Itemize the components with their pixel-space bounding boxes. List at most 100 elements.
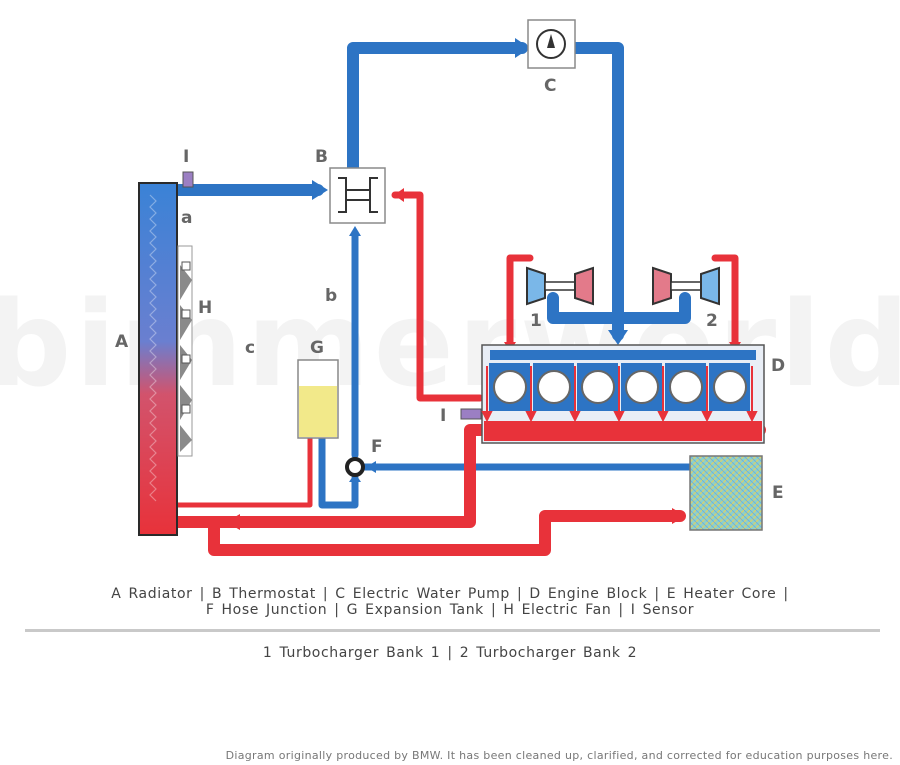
legend-separator: | [334,602,340,618]
turbocharger-bank-1 [526,266,594,306]
heater-feed-line [208,510,686,556]
turbo-2-shaft [670,281,702,291]
arrow-to-pump [515,38,530,58]
label-turbo-2: 2 [706,311,718,331]
engine-block [481,344,765,444]
legend-name: Electric Fan [521,602,612,618]
arrow-to-junction [366,461,376,473]
label-B: B [315,147,328,167]
pump-needle [547,34,555,48]
engine-outlet-to-radiator-line [172,424,766,528]
legend-line-3: 1 Turbocharger Bank 1 | 2 Turbocharger B… [0,645,900,661]
label-A: A [115,332,129,352]
cylinder-2 [537,370,571,404]
cylinder-4 [625,370,659,404]
thermostat [329,167,386,224]
tank-fluid [299,386,337,437]
watermark: bimmerworld [0,275,900,413]
turbo-feed-left-line [506,254,534,349]
legend-key: C [335,586,346,602]
legend-name: Expansion Tank [365,602,484,618]
cylinder-3 [581,370,615,404]
label-c: c [245,338,255,358]
cooling-system-diagram: bimmerworld [0,19,900,556]
hose-junction [345,457,365,477]
pump-outlet-line [569,42,624,341]
label-C: C [544,76,556,96]
arrow-up-to-thermostat [349,226,361,236]
legend-line-2: F Hose Junction | G Expansion Tank | H E… [0,602,900,618]
legend-key: I [630,602,636,618]
label-b: b [325,286,337,306]
legend-name: Thermostat [229,586,316,602]
junction-ring [345,457,365,477]
label-I-engine: I [440,406,446,426]
legend-name: Turbocharger Bank 2 [476,645,638,661]
legend-name: Heater Core [683,586,777,602]
arrow-down-to-engine [608,330,628,345]
cylinders [489,363,750,411]
radiator-fins [149,194,157,502]
coolant-jacket-bottom [484,421,762,441]
legend-divider [25,629,880,632]
thermostat-valve-symbol [338,177,378,213]
cold-flow-arrows [312,38,628,482]
legend-key: 2 [459,645,470,661]
legend-separator: | [783,586,789,602]
electric-water-pump [527,19,576,69]
label-E: E [772,483,784,503]
legend-name: Turbocharger Bank 1 [279,645,441,661]
legend-name: Engine Block [547,586,648,602]
legend-key: A [111,586,122,602]
legend-key: D [529,586,541,602]
tank-to-junction-line [318,433,359,509]
hot-coolant-lines [172,191,766,556]
legend-name: Hose Junction [221,602,328,618]
label-H: H [198,298,212,318]
legend-key: F [205,602,215,618]
label-a: a [181,208,192,228]
label-G: G [310,338,324,358]
turbo-1-hot-side [574,266,594,306]
turbo-1-shaft [544,281,576,291]
arrow-to-heater [672,508,686,524]
turbo-2-hot-side [652,266,672,306]
turbo-return-line [547,292,691,324]
cold-coolant-lines [172,42,691,341]
legend-separator: | [654,586,660,602]
coolant-jacket-top [490,350,756,360]
label-I-top: I [183,147,189,167]
legend-key: 1 [262,645,273,661]
sensor-engine-outlet [460,408,482,420]
legend-separator: | [322,586,329,602]
cylinder-1 [493,370,527,404]
legend-name: Sensor [642,602,695,618]
legend-key: E [666,586,677,602]
radiator-core [138,182,178,536]
legend-key: H [503,602,515,618]
radiator [138,182,178,536]
label-turbo-1: 1 [530,311,542,331]
legend-separator: | [199,586,205,602]
tank-vent-line [175,434,313,508]
turbo-feed-right-line [711,254,739,349]
arrow-to-radiator [226,514,240,530]
electric-fan [177,245,193,457]
legend-name: Radiator [128,586,193,602]
legend-name: Electric Water Pump [352,586,510,602]
pump-to-thermostat-line [347,42,528,174]
cylinder-flow-arrows [481,366,758,423]
legend-separator: | [516,586,523,602]
label-D: D [771,356,785,376]
label-F: F [371,437,383,457]
turbo-2-cold-side [700,266,720,306]
arrow-to-thermostat [312,180,328,200]
heater-core [689,455,763,531]
arrow-up-to-junction [349,473,361,482]
credit-note: Diagram originally produced by BMW. It h… [225,749,893,762]
legend-key: G [346,602,359,618]
turbocharger-bank-2 [652,266,720,306]
legend-separator: | [447,645,453,661]
turbo-1-cold-side [526,266,546,306]
engine-to-thermostat-line [391,191,484,402]
